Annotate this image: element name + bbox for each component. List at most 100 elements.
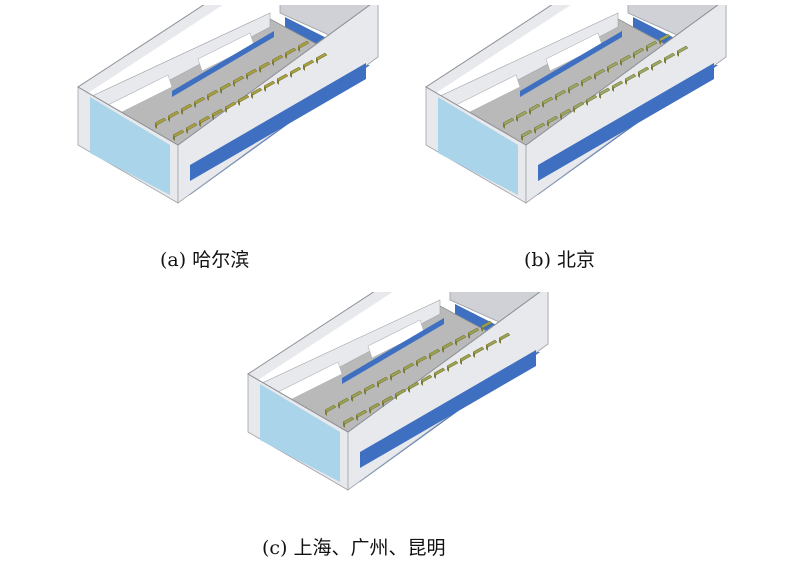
plant-unit-side — [555, 95, 557, 101]
panel-b — [408, 5, 738, 230]
plant-unit — [520, 129, 533, 138]
plant-unit-side — [534, 128, 536, 134]
plant-unit-side — [251, 93, 253, 99]
plant-unit-side — [168, 116, 170, 122]
plant-unit — [342, 416, 355, 425]
greenhouse-model-a — [77, 5, 379, 204]
plant-unit-side — [356, 415, 358, 421]
glass-front — [260, 384, 340, 482]
plant-unit-side — [447, 366, 449, 372]
plant-unit-side — [155, 123, 157, 129]
plant-unit-side — [303, 65, 305, 71]
plant-unit — [289, 66, 302, 75]
plant-unit-side — [620, 60, 622, 66]
plant-unit-side — [264, 86, 266, 92]
greenhouse-c — [247, 292, 549, 491]
plant-unit-side — [638, 72, 640, 78]
plant-unit-side — [225, 107, 227, 113]
greenhouse-model-b — [425, 5, 727, 204]
plant-unit-side — [516, 116, 518, 122]
plant-unit-side — [173, 135, 175, 141]
plant-unit-side — [460, 359, 462, 365]
plant-unit — [284, 47, 297, 56]
plant-unit-side — [421, 380, 423, 386]
plant-unit-side — [277, 79, 279, 85]
plant-unit-side — [486, 345, 488, 351]
caption-a: (a) 哈尔滨 — [160, 249, 250, 271]
plant-unit — [258, 61, 271, 70]
plant-unit-side — [390, 375, 392, 381]
greenhouse-a — [77, 5, 379, 204]
plant-unit-side — [429, 354, 431, 360]
plant-unit-side — [207, 95, 209, 101]
plant-unit-side — [408, 387, 410, 393]
blue-stripe-left — [342, 318, 444, 384]
plant-unit-side — [325, 410, 327, 416]
rim-outline — [77, 5, 371, 146]
greenhouse-model-c — [247, 292, 549, 491]
plant-unit-side — [586, 100, 588, 106]
plant-unit-side — [560, 114, 562, 120]
plant-unit-side — [468, 333, 470, 339]
plant-unit-side — [298, 46, 300, 52]
blue-stripe-left — [172, 31, 274, 97]
plant-unit-side — [612, 86, 614, 92]
plant-unit — [502, 117, 515, 126]
plant-unit-side — [416, 361, 418, 367]
plant-unit-side — [434, 373, 436, 379]
plant-unit-side — [442, 347, 444, 353]
plant-unit-side — [664, 58, 666, 64]
plant-unit-side — [186, 128, 188, 134]
plant-unit-side — [633, 53, 635, 59]
plant-unit-side — [290, 72, 292, 78]
panel-a — [60, 5, 390, 230]
blue-band-right — [190, 63, 366, 181]
panel-c — [230, 292, 560, 517]
plant-unit-side — [677, 51, 679, 57]
plant-unit-side — [194, 102, 196, 108]
plant-unit-side — [238, 100, 240, 106]
plant-unit-side — [521, 135, 523, 141]
plant-unit-side — [285, 53, 287, 59]
glass-front — [90, 97, 170, 195]
plant-unit-side — [573, 107, 575, 113]
plant-unit-side — [503, 123, 505, 129]
plant-unit-side — [646, 46, 648, 52]
greenhouse-b — [425, 5, 727, 204]
plant-unit — [172, 129, 185, 138]
rim-outline — [247, 292, 541, 433]
plant-unit-side — [607, 67, 609, 73]
blue-stripe-left — [520, 31, 622, 97]
plant-unit-side — [351, 396, 353, 402]
plant-unit-side — [246, 74, 248, 80]
rim-left — [78, 5, 223, 93]
plant-unit-side — [199, 121, 201, 127]
plant-unit — [498, 332, 511, 341]
plant-unit-side — [499, 338, 501, 344]
plant-unit-side — [542, 102, 544, 108]
rim-left — [248, 292, 393, 380]
plant-unit-side — [369, 408, 371, 414]
plant-unit-side — [473, 352, 475, 358]
plant-unit-side — [343, 422, 345, 428]
plant-unit — [676, 45, 689, 54]
plant-unit-side — [377, 382, 379, 388]
plant-unit-side — [382, 401, 384, 407]
plant-unit-side — [364, 389, 366, 395]
plant-unit — [302, 59, 315, 68]
rim-outline — [425, 5, 719, 146]
plant-unit-side — [547, 121, 549, 127]
plant-unit — [271, 54, 284, 63]
plant-unit-side — [181, 109, 183, 115]
plant-unit — [263, 80, 276, 89]
plant-unit-side — [481, 326, 483, 332]
rim-left — [426, 5, 571, 93]
plant-unit-side — [233, 81, 235, 87]
plant-unit-side — [395, 394, 397, 400]
plant-unit — [276, 73, 289, 82]
plant-unit-side — [529, 109, 531, 115]
plant-unit — [315, 52, 328, 61]
plant-unit-side — [220, 88, 222, 94]
plant-unit-side — [594, 74, 596, 80]
plant-unit-side — [568, 88, 570, 94]
